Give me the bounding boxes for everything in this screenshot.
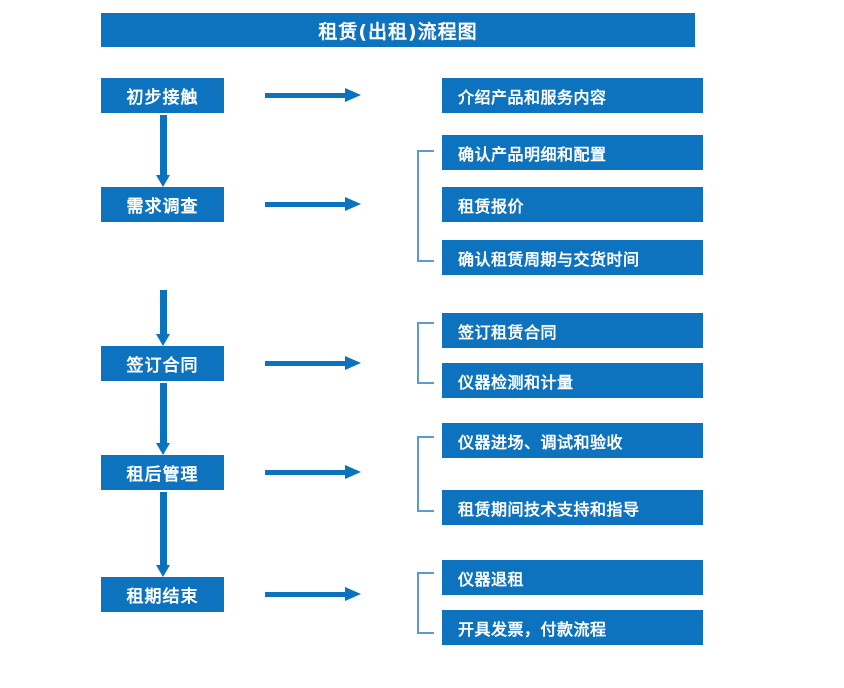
bracket-group-4 [417,436,434,512]
detail-box-7[interactable]: 仪器进场、调试和验收 [442,423,703,458]
horizontal-arrow-stage-1 [265,88,361,102]
stage-box-2[interactable]: 需求调查 [101,187,224,222]
horizontal-arrow-stage-3 [265,356,361,370]
detail-box-10[interactable]: 开具发票，付款流程 [442,610,703,645]
arrow-shaft [265,470,347,475]
arrow-head-icon [156,334,170,346]
arrow-head-icon [345,88,361,102]
page-title: 租赁(出租)流程图 [101,13,695,47]
arrow-head-icon [156,175,170,187]
arrow-head-icon [345,587,361,601]
arrow-head-icon [345,356,361,370]
arrow-shaft [160,492,167,565]
arrow-shaft [265,592,347,597]
arrow-head-icon [345,197,361,211]
detail-box-8[interactable]: 租赁期间技术支持和指导 [442,490,703,525]
horizontal-arrow-stage-2 [265,197,361,211]
arrow-shaft [160,383,167,443]
arrow-head-icon [156,443,170,455]
arrow-shaft [160,115,167,175]
detail-box-1[interactable]: 介绍产品和服务内容 [442,78,703,113]
stage-box-3[interactable]: 签订合同 [101,346,224,381]
detail-box-3[interactable]: 租赁报价 [442,187,703,222]
detail-box-9[interactable]: 仪器退租 [442,560,703,595]
stage-box-4[interactable]: 租后管理 [101,455,224,490]
stage-box-1[interactable]: 初步接触 [101,78,224,113]
arrow-shaft [265,93,347,98]
vertical-arrow-1-to-2 [156,115,171,187]
arrow-shaft [265,202,347,207]
vertical-arrow-3-to-4 [156,383,171,455]
bracket-group-2 [417,150,434,262]
detail-box-4[interactable]: 确认租赁周期与交货时间 [442,240,703,275]
detail-box-6[interactable]: 仪器检测和计量 [442,363,703,398]
detail-box-5[interactable]: 签订租赁合同 [442,313,703,348]
bracket-group-3 [417,322,434,384]
arrow-shaft [265,361,347,366]
detail-box-2[interactable]: 确认产品明细和配置 [442,135,703,170]
bracket-group-5 [417,572,434,634]
vertical-arrow-2-to-3 [156,290,171,346]
arrow-shaft [160,290,167,334]
horizontal-arrow-stage-5 [265,587,361,601]
arrow-head-icon [156,565,170,577]
vertical-arrow-4-to-5 [156,492,171,577]
stage-box-5[interactable]: 租期结束 [101,577,224,612]
horizontal-arrow-stage-4 [265,465,361,479]
arrow-head-icon [345,465,361,479]
